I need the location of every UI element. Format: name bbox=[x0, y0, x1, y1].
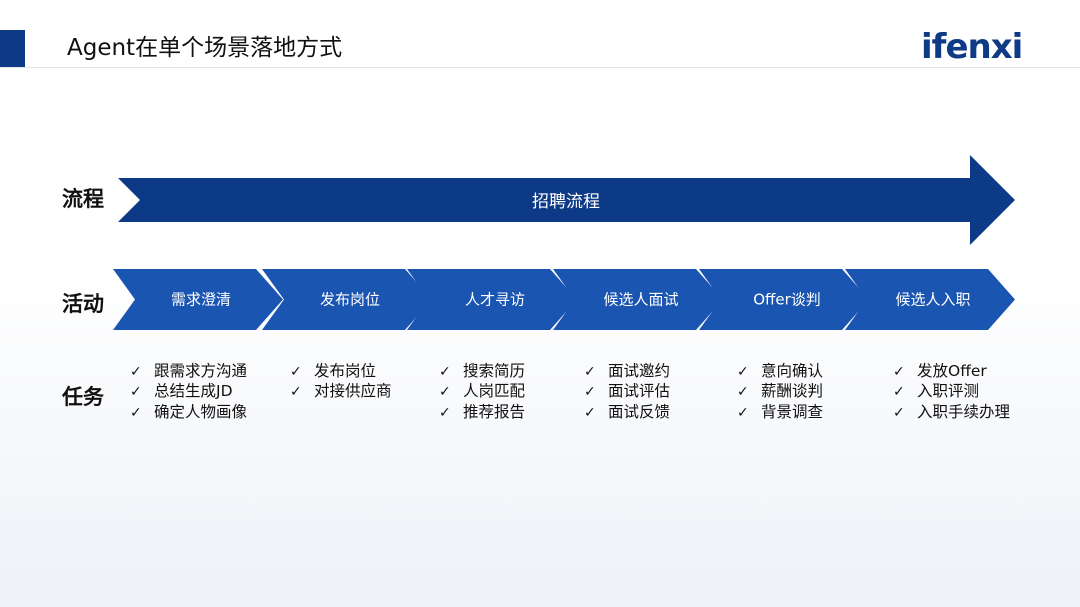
row-label-activity: 活动 bbox=[62, 292, 104, 316]
task-item: ✓ 背景调查 bbox=[737, 403, 823, 423]
process-arrow bbox=[118, 155, 1015, 245]
checkmark-icon: ✓ bbox=[290, 384, 302, 401]
task-item: ✓ 意向确认 bbox=[737, 362, 823, 382]
activity-chevrons: 需求澄清 发布岗位 人才寻访 候选人面试 Offer谈判 候选人入职 bbox=[113, 269, 1015, 330]
task-text: 面试评估 bbox=[608, 382, 671, 401]
activity-chevron bbox=[699, 269, 869, 330]
checkmark-icon: ✓ bbox=[893, 384, 905, 401]
task-text: 背景调查 bbox=[761, 402, 824, 421]
activity-label: 候选人入职 bbox=[895, 291, 970, 309]
task-item: ✓ 面试反馈 bbox=[584, 403, 670, 423]
checkmark-icon: ✓ bbox=[584, 364, 596, 380]
row-label-process: 流程 bbox=[62, 187, 104, 211]
task-text: 意向确认 bbox=[761, 362, 824, 380]
checkmark-icon: ✓ bbox=[737, 364, 749, 380]
title-accent-bar bbox=[0, 30, 25, 67]
task-text: 搜索简历 bbox=[463, 362, 526, 380]
page-title: Agent在单个场景落地方式 bbox=[67, 35, 343, 61]
process-arrow-label: 招聘流程 bbox=[532, 192, 600, 212]
task-item: ✓ 确定人物画像 bbox=[130, 403, 247, 423]
task-list-1: ✓ 跟需求方沟通 ✓ 总结生成JD ✓ 确定人物画像 bbox=[130, 362, 247, 423]
activity-label: 发布岗位 bbox=[320, 291, 380, 309]
header-divider bbox=[0, 67, 1080, 68]
task-item: ✓ 跟需求方沟通 bbox=[130, 362, 247, 382]
task-text: 入职手续办理 bbox=[917, 402, 1011, 421]
activity-label: Offer谈判 bbox=[753, 291, 821, 309]
task-text: 对接供应商 bbox=[314, 382, 392, 401]
checkmark-icon: ✓ bbox=[439, 384, 451, 401]
checkmark-icon: ✓ bbox=[737, 404, 749, 421]
task-text: 薪酬谈判 bbox=[761, 382, 824, 401]
activity-chevron bbox=[407, 269, 577, 330]
checkmark-icon: ✓ bbox=[130, 384, 142, 401]
task-item: ✓ 总结生成JD bbox=[130, 382, 247, 402]
task-item: ✓ 对接供应商 bbox=[290, 382, 392, 402]
task-list-2: ✓ 发布岗位 ✓ 对接供应商 bbox=[290, 362, 392, 403]
checkmark-icon: ✓ bbox=[584, 384, 596, 401]
task-text: 面试反馈 bbox=[608, 402, 671, 421]
checkmark-icon: ✓ bbox=[893, 404, 905, 421]
checkmark-icon: ✓ bbox=[893, 364, 905, 380]
task-list-3: ✓ 搜索简历 ✓ 人岗匹配 ✓ 推荐报告 bbox=[439, 362, 525, 423]
task-text: 入职评测 bbox=[917, 382, 980, 401]
checkmark-icon: ✓ bbox=[130, 404, 142, 421]
task-list-5: ✓ 意向确认 ✓ 薪酬谈判 ✓ 背景调查 bbox=[737, 362, 823, 423]
task-text: 面试邀约 bbox=[608, 362, 671, 380]
task-item: ✓ 推荐报告 bbox=[439, 403, 525, 423]
task-text: 发放Offer bbox=[917, 362, 987, 380]
task-item: ✓ 发布岗位 bbox=[290, 362, 392, 382]
task-list-6: ✓ 发放Offer ✓ 入职评测 ✓ 入职手续办理 bbox=[893, 362, 1010, 423]
activity-chevron bbox=[845, 269, 1015, 330]
activity-chevron bbox=[553, 269, 723, 330]
task-text: 跟需求方沟通 bbox=[154, 362, 248, 380]
task-item: ✓ 入职手续办理 bbox=[893, 403, 1010, 423]
task-item: ✓ 发放Offer bbox=[893, 362, 1010, 382]
task-text: 确定人物画像 bbox=[154, 402, 248, 421]
activity-chevron bbox=[113, 269, 283, 330]
task-text: 推荐报告 bbox=[463, 402, 526, 421]
task-text: 总结生成JD bbox=[154, 382, 233, 401]
task-item: ✓ 面试邀约 bbox=[584, 362, 670, 382]
row-label-task: 任务 bbox=[62, 385, 104, 409]
task-item: ✓ 入职评测 bbox=[893, 382, 1010, 402]
task-list-4: ✓ 面试邀约 ✓ 面试评估 ✓ 面试反馈 bbox=[584, 362, 670, 423]
task-item: ✓ 面试评估 bbox=[584, 382, 670, 402]
task-item: ✓ 薪酬谈判 bbox=[737, 382, 823, 402]
ifenxi-logo: ifenxi bbox=[921, 27, 1023, 67]
activity-chevron bbox=[262, 269, 432, 330]
activity-label: 人才寻访 bbox=[465, 291, 525, 309]
checkmark-icon: ✓ bbox=[290, 364, 302, 380]
checkmark-icon: ✓ bbox=[439, 364, 451, 380]
checkmark-icon: ✓ bbox=[737, 384, 749, 401]
task-item: ✓ 人岗匹配 bbox=[439, 382, 525, 402]
task-text: 发布岗位 bbox=[314, 362, 377, 380]
task-text: 人岗匹配 bbox=[463, 382, 526, 401]
task-item: ✓ 搜索简历 bbox=[439, 362, 525, 382]
activity-label: 需求澄清 bbox=[171, 291, 231, 309]
checkmark-icon: ✓ bbox=[439, 404, 451, 421]
checkmark-icon: ✓ bbox=[130, 364, 142, 380]
checkmark-icon: ✓ bbox=[584, 404, 596, 421]
activity-label: 候选人面试 bbox=[603, 291, 678, 309]
